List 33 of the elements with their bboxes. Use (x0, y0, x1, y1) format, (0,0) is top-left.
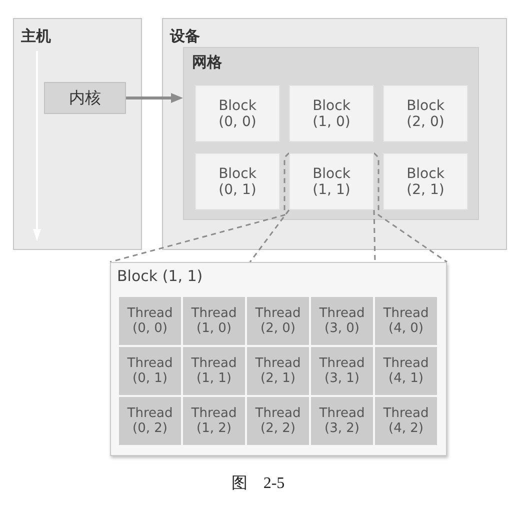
thread-cell: Thread (3, 2) (311, 397, 373, 445)
block-box: Block (1, 0) (289, 85, 374, 142)
block-box: Block (2, 1) (383, 153, 468, 210)
block-box: Block (0, 1) (195, 153, 280, 210)
thread-cell: Thread (4, 0) (375, 297, 437, 345)
thread-cell: Thread (3, 0) (311, 297, 373, 345)
panel-title: Block (1, 1) (117, 267, 203, 285)
thread-cell: Thread (2, 1) (247, 347, 309, 395)
thread-cell: Thread (2, 0) (247, 297, 309, 345)
thread-cell: Thread (1, 2) (183, 397, 245, 445)
panel-title: 网格 (192, 53, 222, 71)
block-box: Block (2, 0) (383, 85, 468, 142)
kernel-box: 内核 (44, 82, 126, 114)
panel (13, 18, 142, 250)
block-box: Block (1, 1) (289, 153, 374, 210)
thread-cell: Thread (0, 2) (119, 397, 181, 445)
thread-cell: Thread (0, 1) (119, 347, 181, 395)
panel-title: 主机 (21, 27, 51, 45)
thread-cell: Thread (0, 0) (119, 297, 181, 345)
arrow (126, 93, 183, 103)
block-detail-panel (110, 262, 447, 456)
block-box: Block (0, 0) (195, 85, 280, 142)
panel-title: 设备 (170, 27, 200, 45)
thread-cell: Thread (4, 2) (375, 397, 437, 445)
dashed-line (249, 210, 290, 262)
dashed-line (373, 152, 448, 263)
thread-cell: Thread (3, 1) (311, 347, 373, 395)
dashed-line (373, 210, 376, 262)
figure-caption: 图 2-5 (231, 474, 285, 494)
thread-cell: Thread (4, 1) (375, 347, 437, 395)
thread-cell: Thread (2, 2) (247, 397, 309, 445)
thread-cell: Thread (1, 0) (183, 297, 245, 345)
thread-cell: Thread (1, 1) (183, 347, 245, 395)
